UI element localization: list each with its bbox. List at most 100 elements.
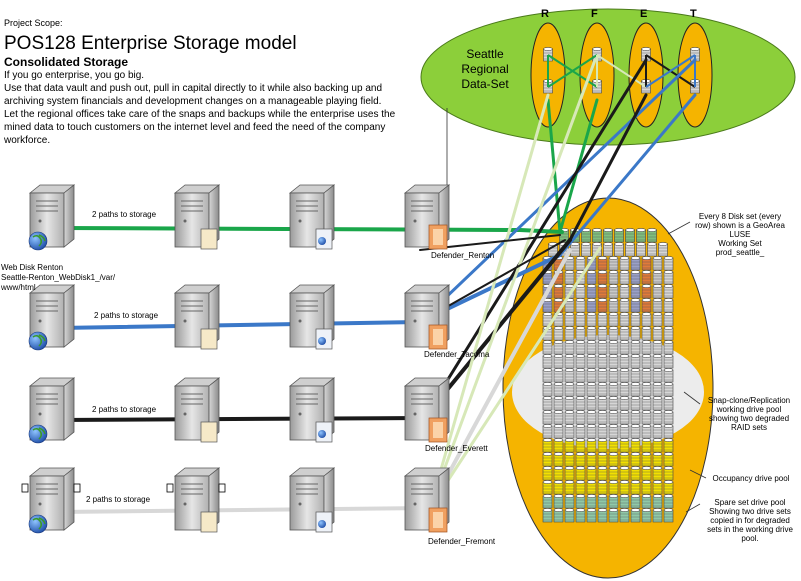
array-disk	[641, 298, 652, 313]
app-server	[166, 467, 226, 533]
array-disk	[652, 396, 663, 411]
array-disk	[663, 354, 674, 369]
defender-server	[403, 184, 451, 250]
column-label-e: E	[640, 8, 648, 20]
array-disk	[586, 270, 597, 285]
array-disk	[597, 382, 608, 397]
array-disk	[641, 452, 652, 467]
array-disk	[663, 284, 674, 299]
array-disk	[652, 494, 663, 509]
seattle-regional-label: Seattle Regional Data-Set	[450, 47, 520, 92]
array-disk	[630, 452, 641, 467]
array-disk	[597, 284, 608, 299]
array-disk	[575, 312, 586, 327]
array-disk	[597, 494, 608, 509]
array-disk	[663, 256, 674, 271]
array-disk	[630, 340, 641, 355]
array-disk	[586, 340, 597, 355]
globe-icon	[318, 520, 326, 528]
web-disk-path: www/html	[1, 283, 36, 292]
web-server	[28, 284, 76, 351]
regional-link	[547, 54, 598, 88]
array-disk	[597, 354, 608, 369]
array-disk	[608, 480, 619, 495]
array-disk	[619, 452, 630, 467]
paths-label: 2 paths to storage	[92, 405, 157, 414]
array-disk	[625, 242, 635, 257]
array-disk	[586, 424, 597, 439]
array-disk	[652, 298, 663, 313]
array-disk	[608, 312, 619, 327]
array-disk	[553, 382, 564, 397]
array-disk	[630, 508, 641, 523]
array-disk	[652, 312, 663, 327]
array-disk	[575, 354, 586, 369]
array-disk	[641, 382, 652, 397]
web-server	[28, 184, 76, 251]
array-disk	[542, 424, 553, 439]
array-disk	[619, 466, 630, 481]
array-disk	[542, 466, 553, 481]
array-disk	[586, 466, 597, 481]
array-disk	[619, 494, 630, 509]
array-disk	[663, 424, 674, 439]
globe-icon	[318, 430, 326, 438]
column-label-r: R	[541, 8, 549, 20]
array-disk	[663, 270, 674, 285]
array-disk	[575, 438, 586, 453]
array-disk	[542, 438, 553, 453]
description-line: workforce.	[4, 135, 51, 146]
description-line: Let the regional offices take care of th…	[4, 109, 396, 120]
array-disk	[597, 480, 608, 495]
array-disk	[564, 424, 575, 439]
array-disk	[542, 452, 553, 467]
leader-line	[667, 221, 691, 235]
array-disk	[597, 298, 608, 313]
array-disk	[575, 382, 586, 397]
array-disk	[564, 326, 575, 341]
array-disk	[553, 340, 564, 355]
array-disk	[542, 494, 553, 509]
array-disk	[575, 508, 586, 523]
array-disk	[553, 410, 564, 425]
array-disk	[652, 424, 663, 439]
array-disk	[564, 340, 575, 355]
snap-clone-annotation: Snap-clone/Replication working drive poo…	[707, 396, 791, 432]
array-disk	[619, 256, 630, 271]
array-disk	[553, 354, 564, 369]
array-disk	[641, 354, 652, 369]
array-disk	[652, 438, 663, 453]
defender-label: Defender_Tacoma	[424, 350, 490, 359]
array-disk	[652, 270, 663, 285]
array-disk	[553, 326, 564, 341]
seattle-label-line: Regional	[461, 62, 509, 76]
array-disk	[619, 438, 630, 453]
array-disk	[641, 494, 652, 509]
array-disk	[603, 228, 613, 243]
array-disk	[597, 256, 608, 271]
array-disk	[608, 284, 619, 299]
web-disk-path: Seattle-Renton_WebDisk1_/var/	[1, 273, 116, 282]
array-disk	[630, 466, 641, 481]
array-disk	[630, 312, 641, 327]
leader-line	[689, 469, 707, 479]
array-disk	[663, 480, 674, 495]
array-disk	[641, 410, 652, 425]
array-disk	[663, 312, 674, 327]
seattle-label-line: Seattle	[466, 47, 504, 61]
file-server	[288, 284, 336, 350]
array-disk	[641, 340, 652, 355]
array-disk	[647, 228, 657, 243]
occupancy-annotation: Occupancy drive pool	[712, 474, 790, 483]
array-disk	[630, 326, 641, 341]
server-group	[21, 184, 451, 534]
column-label-f: F	[591, 8, 598, 20]
description-line: Use that data vault and push out, pull i…	[4, 83, 383, 94]
array-disk	[619, 284, 630, 299]
array-disk	[564, 452, 575, 467]
document-icon	[200, 511, 218, 533]
array-disk	[586, 452, 597, 467]
array-disk	[608, 340, 619, 355]
array-disk	[614, 242, 624, 257]
array-disk	[641, 424, 652, 439]
